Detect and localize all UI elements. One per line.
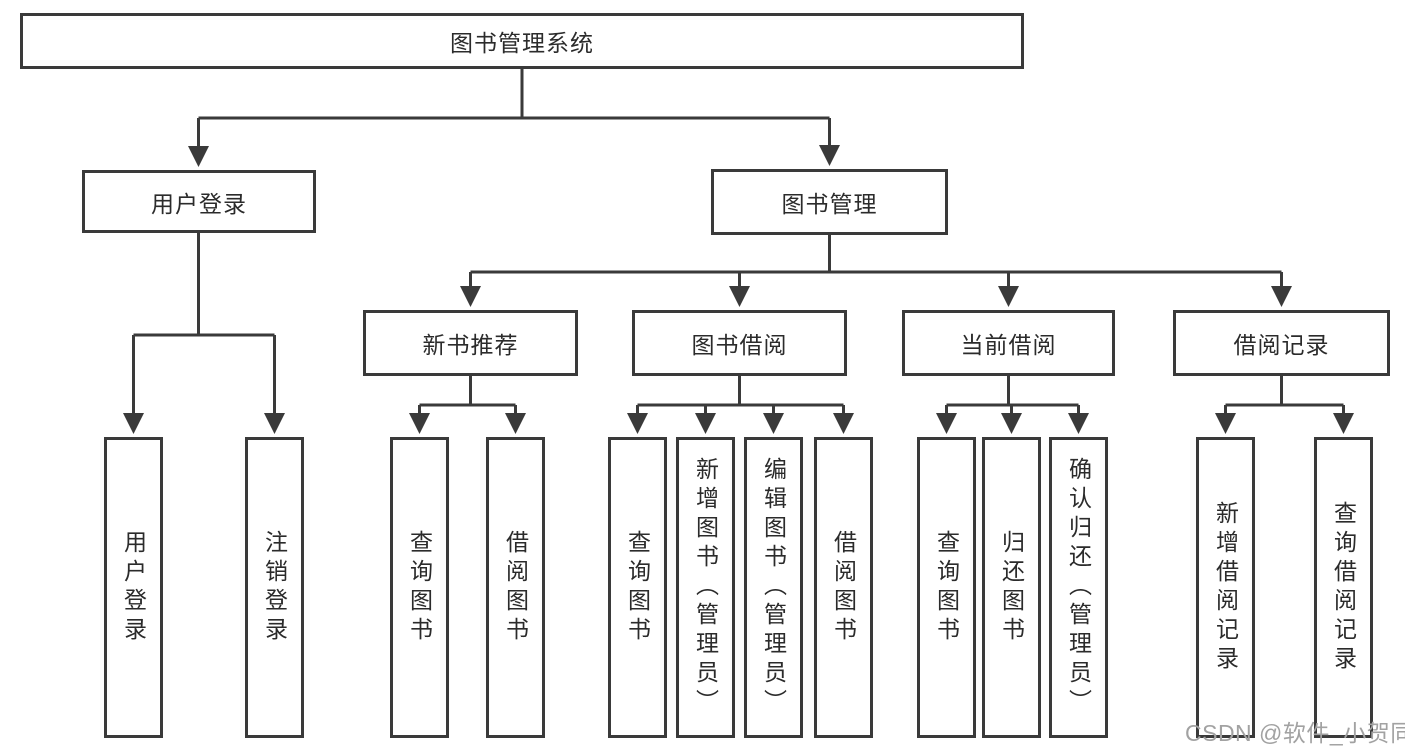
node-label: 确认归还（管理员）: [1065, 457, 1092, 718]
node-user-login: 用户登录: [82, 170, 316, 233]
watermark: CSDN @软件_小贺同学: [1185, 714, 1405, 747]
node-leaf-borrow-books-borrowing: 借阅图书: [814, 437, 873, 738]
node-leaf-return-books: 归还图书: [982, 437, 1041, 738]
node-leaf-query-borrow-record: 查询借阅记录: [1314, 437, 1373, 738]
node-label: 新增借阅记录: [1212, 500, 1239, 675]
node-label: 借阅图书: [502, 529, 529, 646]
node-root: 图书管理系统: [20, 13, 1024, 69]
node-new-book-recommend: 新书推荐: [363, 310, 578, 376]
node-leaf-confirm-return-admin: 确认归还（管理员）: [1049, 437, 1108, 738]
node-label: 查询借阅记录: [1330, 500, 1357, 675]
node-leaf-query-books-borrowing: 查询图书: [608, 437, 667, 738]
node-borrowing-records: 借阅记录: [1173, 310, 1390, 376]
watermark-text: CSDN @软件_小贺同: [1185, 720, 1405, 746]
node-label: 借阅图书: [830, 529, 857, 646]
node-leaf-logout-login: 注销登录: [245, 437, 304, 738]
node-leaf-edit-books-admin: 编辑图书（管理员）: [744, 437, 803, 738]
node-label: 新增图书（管理员）: [692, 457, 719, 718]
node-label: 注销登录: [261, 529, 288, 646]
node-label: 新书推荐: [422, 332, 519, 358]
node-label: 查询图书: [933, 529, 960, 646]
node-leaf-query-books-current: 查询图书: [917, 437, 976, 738]
node-leaf-user-login: 用户登录: [104, 437, 163, 738]
node-label: 图书管理系统: [450, 30, 594, 56]
node-label: 当前借阅: [960, 332, 1057, 358]
node-leaf-add-books-admin: 新增图书（管理员）: [676, 437, 735, 738]
node-label: 归还图书: [998, 529, 1025, 646]
node-label: 查询图书: [624, 529, 651, 646]
node-label: 查询图书: [406, 529, 433, 646]
node-book-borrowing: 图书借阅: [632, 310, 847, 376]
node-label: 借阅记录: [1233, 332, 1330, 358]
node-label: 图书借阅: [691, 332, 788, 358]
node-label: 编辑图书（管理员）: [760, 457, 787, 718]
node-label: 用户登录: [120, 529, 147, 646]
node-leaf-add-borrow-record: 新增借阅记录: [1196, 437, 1255, 738]
node-label: 图书管理: [781, 191, 878, 217]
node-label: 用户登录: [151, 190, 247, 217]
node-current-borrowing: 当前借阅: [902, 310, 1115, 376]
node-book-management: 图书管理: [711, 169, 948, 235]
node-leaf-query-books-recommend: 查询图书: [390, 437, 449, 738]
node-leaf-borrow-books-recommend: 借阅图书: [486, 437, 545, 738]
